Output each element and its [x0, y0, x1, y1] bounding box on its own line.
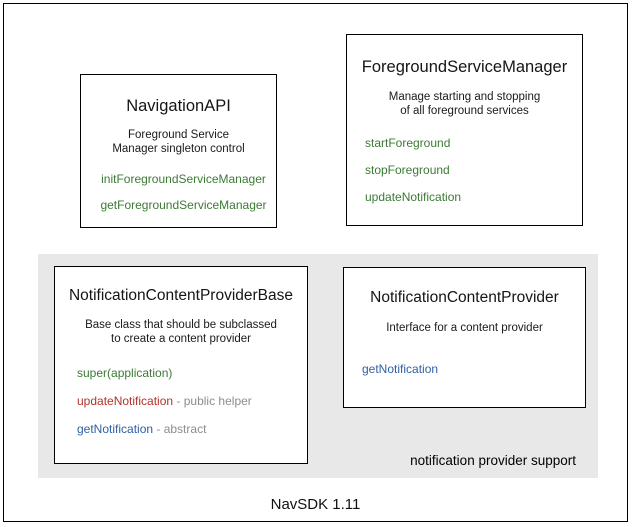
class-card-description-line: Foreground Service [128, 129, 229, 141]
class-card-member-list: super(application) updateNotification - … [55, 366, 307, 436]
class-member[interactable]: updateNotification - public helper [77, 394, 307, 408]
class-card-foreground-service-manager[interactable]: ForegroundServiceManager Manage starting… [346, 34, 583, 226]
class-card-description-line: Base class that should be subclassed [85, 319, 277, 331]
class-member[interactable]: stopForeground [365, 163, 582, 177]
class-card-member-list: getNotification [344, 362, 585, 376]
class-card-description-line: to create a content provider [111, 333, 251, 345]
class-card-notification-content-provider[interactable]: NotificationContentProvider Interface fo… [343, 267, 586, 408]
group-region-label: notification provider support [410, 453, 576, 468]
class-member-name: initForegroundServiceManager [101, 172, 266, 186]
class-card-title: NavigationAPI [126, 97, 231, 115]
class-member-name: startForeground [365, 136, 451, 150]
class-card-description: Foreground Service Manager singleton con… [81, 128, 276, 156]
class-card-description-line: Manager singleton control [112, 143, 245, 155]
class-card-description: Manage starting and stopping of all fore… [347, 90, 582, 118]
class-member-name: stopForeground [365, 163, 450, 177]
class-member[interactable]: super(application) [77, 366, 307, 380]
class-member[interactable]: getNotification [362, 362, 585, 376]
class-member-suffix: - public helper [173, 394, 252, 408]
class-member-name: getNotification [77, 422, 154, 436]
class-card-description-line: Manage starting and stopping [388, 91, 541, 103]
class-card-member-list: startForeground stopForeground updateNot… [347, 136, 582, 204]
class-card-description: Base class that should be subclassed to … [55, 318, 307, 346]
class-member-name: updateNotification [365, 190, 462, 204]
class-member-suffix: - abstract [153, 422, 207, 436]
class-member[interactable]: getForegroundServiceManager [91, 198, 276, 212]
class-member-name: getForegroundServiceManager [100, 198, 267, 212]
class-member[interactable]: startForeground [365, 136, 582, 150]
class-card-member-list: initForegroundServiceManager getForegrou… [81, 172, 276, 212]
class-member[interactable]: updateNotification [365, 190, 582, 204]
class-member-name: updateNotification [77, 394, 174, 408]
class-member[interactable]: getNotification - abstract [77, 422, 307, 436]
diagram-canvas: notification provider support Navigation… [3, 3, 628, 522]
class-card-title: NotificationContentProviderBase [68, 287, 293, 304]
diagram-footer-caption: NavSDK 1.11 [270, 496, 361, 513]
class-member[interactable]: initForegroundServiceManager [91, 172, 276, 186]
class-card-navigation-api[interactable]: NavigationAPI Foreground Service Manager… [80, 74, 277, 228]
class-card-description-line: of all foreground services [400, 105, 529, 117]
class-card-title: NotificationContentProvider [370, 289, 559, 306]
class-member-name: super(application) [77, 366, 173, 380]
class-card-title: ForegroundServiceManager [361, 58, 568, 76]
class-card-description: Interface for a content provider [344, 321, 585, 335]
class-member-name: getNotification [362, 362, 439, 376]
class-card-description-line: Interface for a content provider [386, 322, 543, 334]
class-card-notification-content-provider-base[interactable]: NotificationContentProviderBase Base cla… [54, 266, 308, 464]
